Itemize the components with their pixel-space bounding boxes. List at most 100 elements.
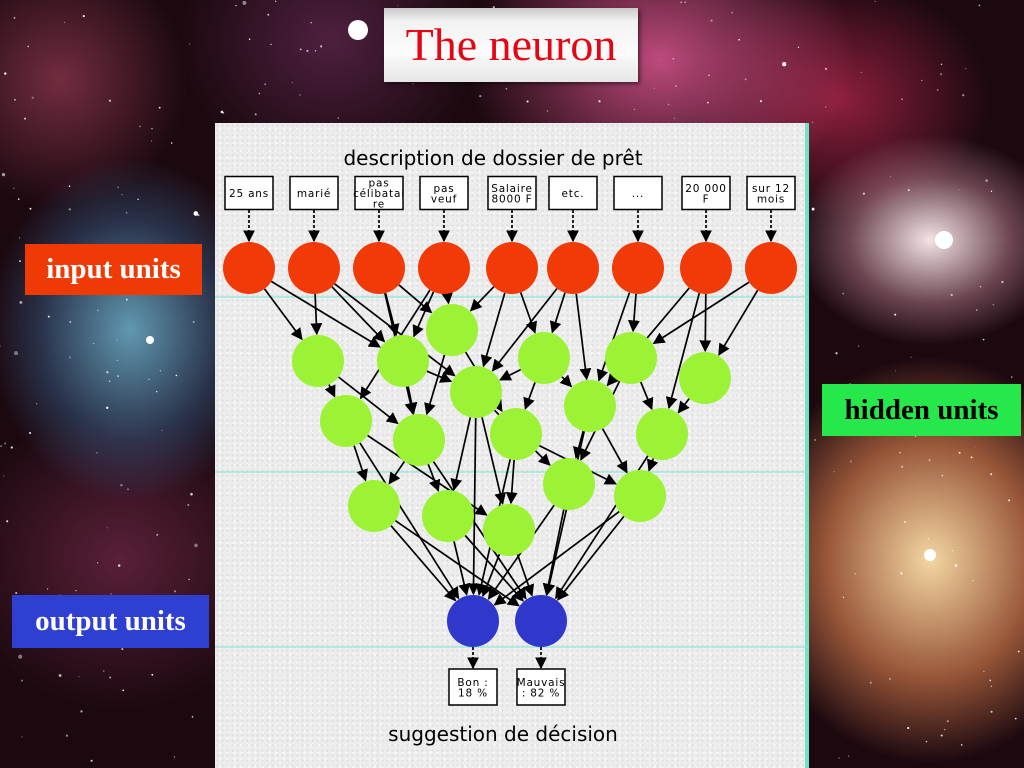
input-feature-text: pas bbox=[434, 183, 455, 195]
connection-arrow bbox=[640, 381, 654, 411]
connection-arrow bbox=[601, 428, 628, 474]
hidden-neuron bbox=[320, 395, 372, 447]
connection-arrow bbox=[523, 382, 536, 410]
hidden-neuron bbox=[377, 335, 429, 387]
input-neuron bbox=[353, 242, 405, 294]
hidden-neuron bbox=[518, 332, 570, 384]
connection-arrow bbox=[557, 515, 625, 601]
hidden-neuron bbox=[490, 408, 542, 460]
input-feature-text: sur 12 bbox=[752, 183, 790, 195]
hidden-neuron bbox=[614, 470, 666, 522]
hidden-neuron bbox=[292, 335, 344, 387]
hidden-units-label: hidden units bbox=[822, 384, 1021, 436]
connection-arrow bbox=[441, 291, 454, 305]
connection-arrow bbox=[628, 293, 640, 333]
connection-arrow bbox=[480, 292, 506, 368]
connection-arrow bbox=[559, 374, 573, 388]
connection-arrow bbox=[432, 461, 527, 600]
output-decision-box bbox=[516, 668, 566, 706]
connection-arrow bbox=[450, 417, 472, 491]
hidden-neuron bbox=[426, 304, 478, 356]
input-feature-box bbox=[613, 175, 663, 211]
connection-arrow bbox=[263, 288, 303, 341]
input-feature-text: Salaire bbox=[491, 183, 533, 195]
connection-arrow bbox=[491, 287, 558, 372]
connection-arrow bbox=[505, 459, 518, 505]
hidden-neuron bbox=[679, 352, 731, 404]
input-feature-box bbox=[681, 175, 731, 211]
input-neuron bbox=[547, 242, 599, 294]
input-feature-box bbox=[354, 175, 404, 211]
connection-arrow bbox=[677, 398, 690, 414]
connection-arrow bbox=[575, 293, 592, 381]
output-neuron bbox=[515, 595, 567, 647]
input-feature-text: pas bbox=[369, 178, 390, 190]
input-feature-text: marié bbox=[297, 188, 331, 200]
hidden-neuron bbox=[450, 366, 502, 418]
title-banner: The neuron bbox=[384, 8, 638, 82]
connection-arrow bbox=[549, 292, 566, 334]
output-decision-text: : 82 % bbox=[522, 687, 560, 699]
input-feature-text: 8000 F bbox=[492, 193, 533, 205]
connection-arrow bbox=[453, 541, 471, 596]
connection-arrow bbox=[324, 384, 336, 398]
input-neuron bbox=[745, 242, 797, 294]
connection-arrow bbox=[469, 286, 495, 312]
input-feature-text: F bbox=[703, 193, 710, 205]
connection-arrow bbox=[481, 417, 506, 505]
connection-arrow bbox=[665, 292, 701, 410]
hidden-neuron bbox=[483, 504, 535, 556]
output-units-label: output units bbox=[12, 595, 209, 648]
output-decision-box bbox=[448, 668, 498, 706]
connection-arrow bbox=[337, 376, 399, 425]
connection-arrow bbox=[646, 458, 659, 472]
input-neuron bbox=[288, 242, 340, 294]
input-feature-box bbox=[289, 175, 339, 211]
input-neuron bbox=[418, 242, 470, 294]
input-feature-box bbox=[746, 175, 796, 211]
connection-arrow bbox=[427, 463, 441, 492]
connection-arrow bbox=[331, 286, 386, 343]
connection-arrow bbox=[270, 280, 381, 348]
input-units-label: input units bbox=[25, 244, 202, 295]
connection-arrow bbox=[412, 291, 435, 338]
output-neuron bbox=[447, 595, 499, 647]
output-decision-text: Bon : bbox=[457, 677, 488, 689]
connection-arrow bbox=[699, 293, 712, 353]
connection-arrow bbox=[353, 445, 368, 482]
connection-arrow bbox=[652, 281, 750, 345]
layer-guide-lines bbox=[215, 296, 809, 648]
connection-arrow bbox=[516, 554, 535, 597]
connection-arrow bbox=[405, 386, 418, 415]
output-decision-caption: suggestion de décision bbox=[388, 722, 618, 746]
hidden-neuron bbox=[636, 408, 688, 460]
hidden-neuron bbox=[564, 380, 616, 432]
hidden-neuron bbox=[605, 332, 657, 384]
input-feature-text: célibatai bbox=[353, 188, 405, 200]
input-description-caption: description de dossier de prêt bbox=[343, 146, 642, 170]
hidden-neuron bbox=[348, 480, 400, 532]
hidden-neuron bbox=[393, 414, 445, 466]
connection-arrow bbox=[390, 525, 457, 602]
connection-arrow bbox=[426, 370, 453, 383]
input-feature-box bbox=[224, 175, 274, 211]
input-neuron bbox=[223, 242, 275, 294]
connection-arrow bbox=[424, 354, 446, 416]
input-feature-text: re bbox=[373, 199, 385, 211]
output-decision-text: Mauvais bbox=[517, 677, 566, 689]
input-feature-text: etc. bbox=[562, 188, 585, 200]
input-feature-box bbox=[419, 175, 469, 211]
input-feature-box bbox=[487, 175, 537, 211]
connection-arrow bbox=[499, 368, 522, 381]
input-neuron bbox=[612, 242, 664, 294]
slide-title: The neuron bbox=[405, 19, 617, 70]
connection-arrow bbox=[467, 417, 480, 596]
input-feature-text: mois bbox=[757, 193, 785, 205]
input-neuron bbox=[486, 242, 538, 294]
connection-arrow bbox=[573, 430, 585, 460]
connection-arrow bbox=[519, 292, 538, 334]
input-feature-text: ... bbox=[632, 188, 644, 200]
connection-arrow bbox=[388, 461, 406, 485]
